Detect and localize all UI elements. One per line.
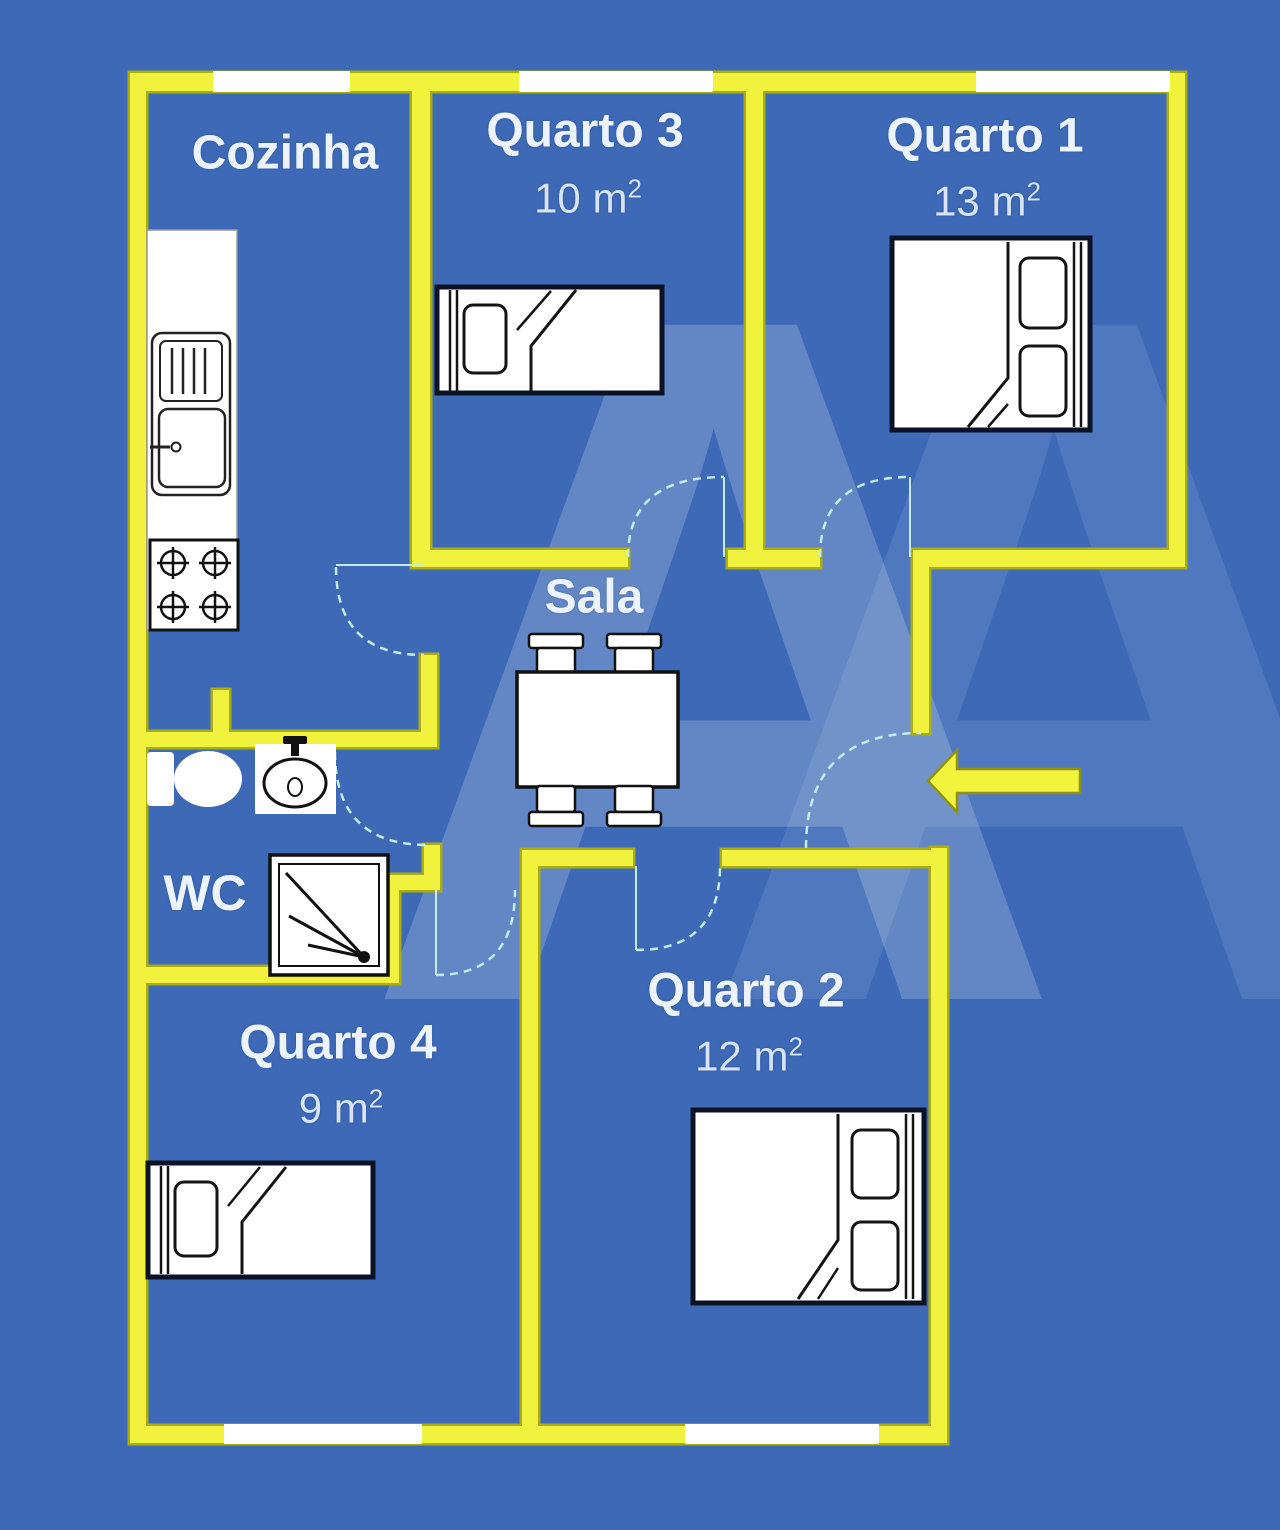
door-arc-wc bbox=[333, 751, 429, 847]
room-label-quarto2: Quarto 2 bbox=[647, 964, 845, 1018]
bed-icon-quarto1 bbox=[889, 235, 1093, 433]
room-label-quarto4: Quarto 4 bbox=[239, 1016, 437, 1070]
windows bbox=[213, 71, 1170, 1444]
room-label-wc: WC bbox=[163, 865, 247, 921]
door-arc-quarto2 bbox=[635, 865, 722, 952]
kitchen-sink-icon bbox=[150, 331, 232, 497]
door-arc-quarto3 bbox=[626, 475, 725, 558]
room-label-quarto1: Quarto 1 bbox=[886, 109, 1084, 163]
door-arc-cozinha bbox=[334, 566, 425, 657]
room-label-quarto3: Quarto 3 bbox=[486, 104, 684, 158]
door-arc-entrance bbox=[804, 731, 922, 849]
room-area-quarto2: 12 m2 bbox=[695, 1031, 803, 1080]
bed-icon-quarto3 bbox=[434, 284, 665, 396]
door-arc-quarto1 bbox=[818, 475, 911, 558]
bed-icon-quarto4 bbox=[145, 1160, 376, 1280]
chair-icon bbox=[527, 632, 585, 676]
room-area-quarto4: 9 m2 bbox=[298, 1083, 384, 1132]
chair-icon bbox=[605, 784, 663, 828]
entrance-arrow-icon bbox=[926, 746, 1082, 816]
door-arc-quarto4 bbox=[435, 889, 517, 977]
room-label-sala: Sala bbox=[544, 570, 644, 624]
chair-icon bbox=[527, 784, 585, 828]
toilet-icon bbox=[147, 751, 242, 807]
room-area-quarto1: 13 m2 bbox=[933, 176, 1041, 225]
shower-icon bbox=[268, 853, 390, 977]
room-area-quarto3: 10 m2 bbox=[534, 173, 642, 222]
kitchen-counter-icon bbox=[146, 229, 240, 632]
door-swings bbox=[333, 475, 922, 977]
stove-icon bbox=[148, 538, 240, 632]
bed-icon-quarto2 bbox=[690, 1107, 927, 1306]
dining-table-icon bbox=[515, 632, 680, 828]
washbasin-icon bbox=[255, 736, 336, 814]
chair-icon bbox=[605, 632, 663, 676]
room-label-cozinha: Cozinha bbox=[191, 126, 379, 180]
